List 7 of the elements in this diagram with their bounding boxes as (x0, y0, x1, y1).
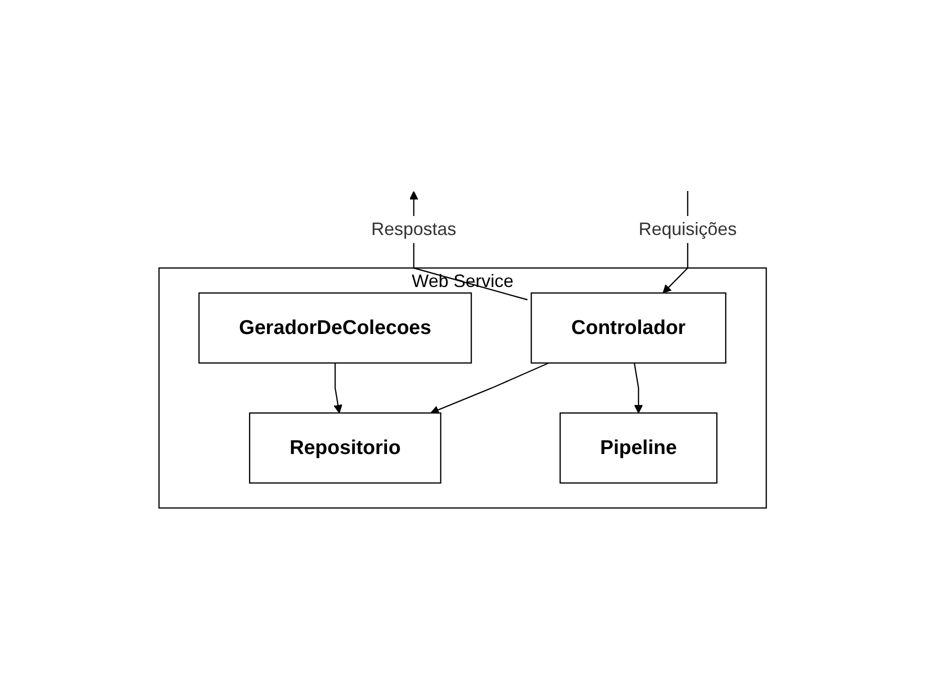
process-box: Repositorio (249, 412, 442, 484)
arrow (334, 362, 343, 413)
arrow (430, 362, 550, 414)
process-box: GeradorDeColecoes (198, 292, 472, 364)
process-box: Pipeline (560, 412, 718, 484)
process-box: Controlador (531, 292, 727, 364)
arrow (634, 362, 644, 413)
